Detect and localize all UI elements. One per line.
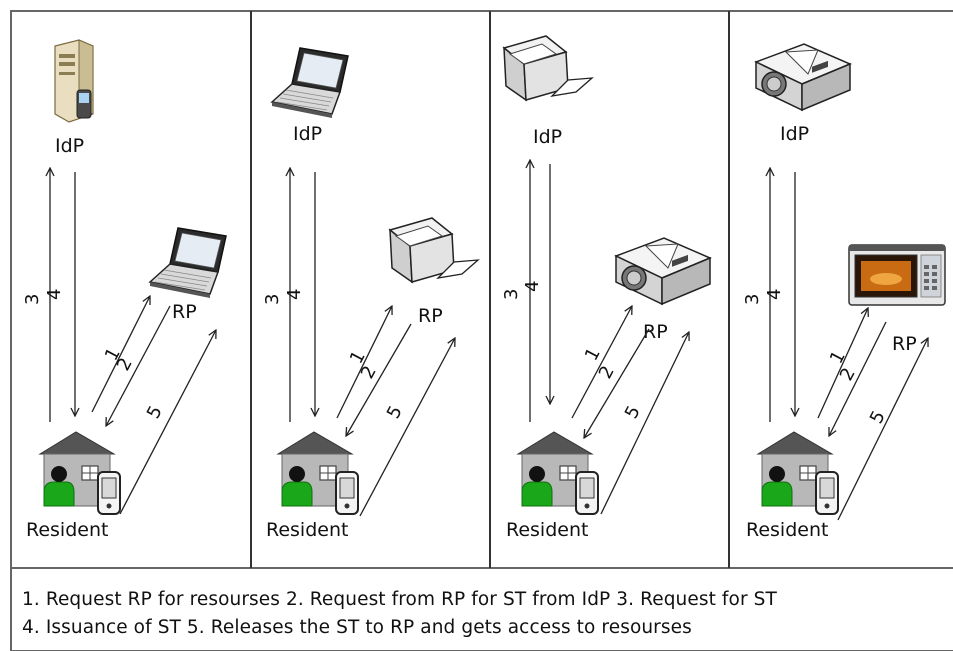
outer-border	[10, 10, 953, 651]
rp-label: RP	[172, 301, 197, 323]
person-icon	[43, 466, 75, 507]
person-icon	[521, 466, 553, 507]
resident-label: Resident	[506, 519, 588, 541]
arrow-step-1	[817, 308, 868, 419]
legend-line-1: 1. Request RP for resourses 2. Request f…	[22, 589, 777, 610]
step-number-label: 2	[357, 362, 381, 382]
step-number-label: 4	[764, 289, 785, 300]
step-number-label: 4	[522, 281, 543, 292]
arrow-step-5	[600, 332, 689, 515]
step-number-label: 3	[22, 294, 43, 305]
resident-label: Resident	[26, 519, 108, 541]
arrow-step-1	[336, 306, 392, 419]
printer-icon	[502, 35, 594, 102]
mobile-phone-icon	[815, 471, 839, 515]
protocol-panel: IdP RP Resident 12 34 5	[501, 35, 712, 541]
rp-label: RP	[643, 321, 668, 343]
step-number-label: 2	[113, 354, 137, 374]
arrow-step-2	[829, 321, 887, 436]
idp-label: IdP	[293, 123, 322, 145]
resident-house-icon	[38, 431, 121, 515]
resident-house-icon	[276, 431, 359, 515]
arrow-step-2	[584, 328, 650, 438]
arrow-step-5	[359, 338, 455, 517]
projector-icon	[754, 43, 852, 112]
printer-icon	[388, 217, 480, 284]
server-icon	[54, 39, 94, 123]
step-number-label: 5	[383, 402, 407, 422]
step-number-label: 1	[826, 347, 850, 367]
arrow-step-2	[346, 323, 412, 436]
arrow-step-1	[91, 296, 150, 413]
step-number-label: 4	[284, 289, 305, 300]
mobile-phone-icon	[97, 471, 121, 515]
step-number-label: 1	[581, 344, 605, 364]
step-number-label: 5	[143, 402, 167, 422]
step-number-label: 5	[621, 402, 645, 422]
laptop-icon	[148, 227, 227, 298]
resident-label: Resident	[746, 519, 828, 541]
laptop-icon	[270, 47, 349, 118]
step-number-label: 3	[742, 294, 763, 305]
idp-label: IdP	[533, 126, 562, 148]
step-number-label: 4	[44, 289, 65, 300]
arrow-step-5	[837, 338, 928, 521]
step-number-label: 3	[501, 289, 522, 300]
resident-house-icon	[516, 431, 599, 515]
legend-line-2: 4. Issuance of ST 5. Releases the ST to …	[22, 617, 692, 638]
step-number-label: 2	[595, 362, 619, 382]
rp-label: RP	[418, 305, 443, 327]
rp-label: RP	[892, 333, 917, 355]
person-icon	[281, 466, 313, 507]
mobile-phone-icon	[575, 471, 599, 515]
idp-label: IdP	[55, 135, 84, 157]
person-icon	[761, 466, 793, 507]
idp-label: IdP	[780, 123, 809, 145]
step-number-label: 1	[346, 347, 370, 367]
step-number-label: 3	[262, 294, 283, 305]
microwave-icon	[848, 244, 946, 306]
arrow-step-5	[119, 330, 216, 515]
resident-house-icon	[756, 431, 839, 515]
step-number-label: 5	[866, 407, 890, 427]
projector-icon	[614, 237, 712, 306]
resident-label: Resident	[266, 519, 348, 541]
mobile-phone-icon	[335, 471, 359, 515]
arrow-step-1	[571, 306, 632, 419]
arrow-step-2	[106, 305, 171, 426]
